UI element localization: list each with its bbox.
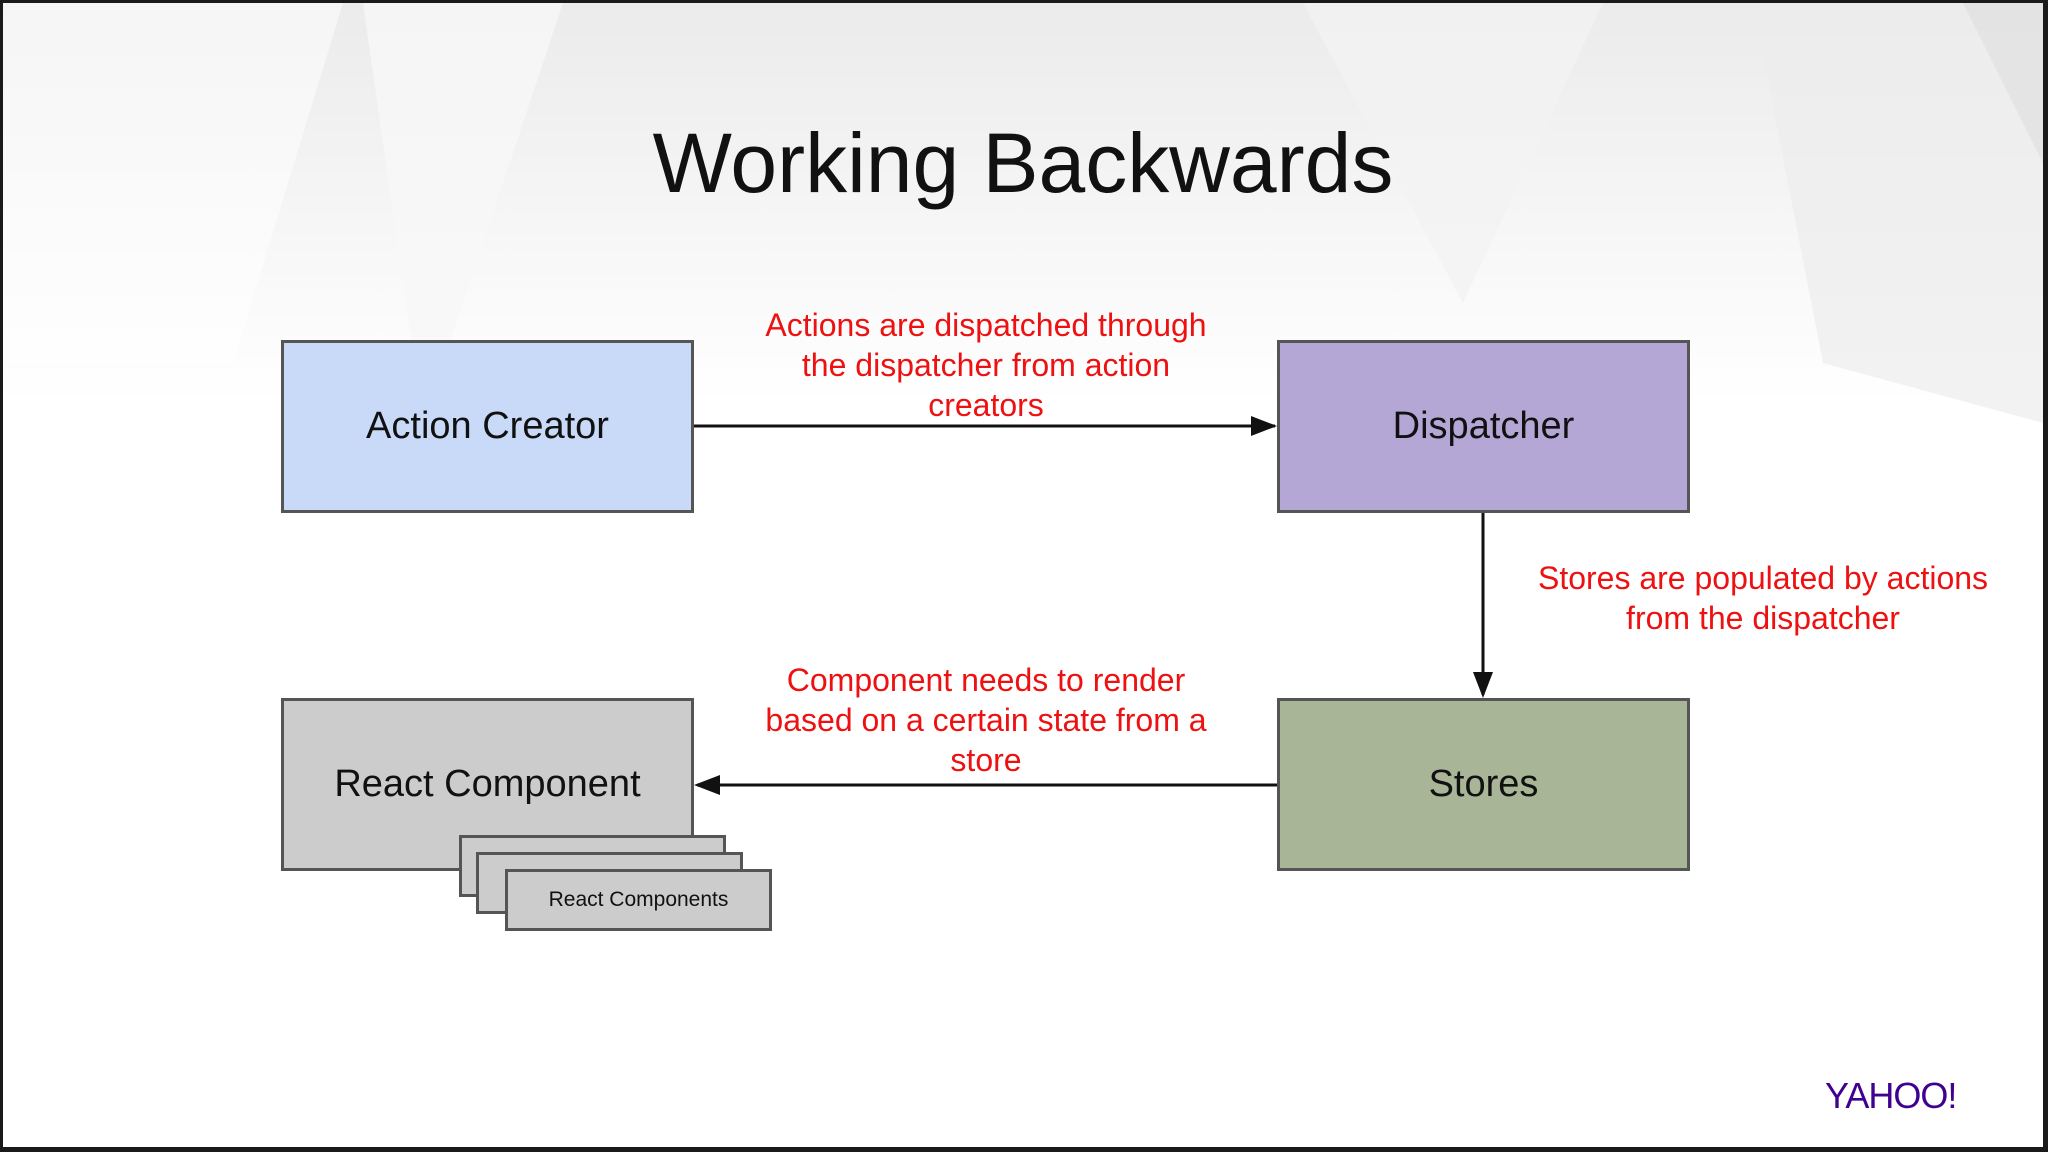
- stores-box: Stores: [1277, 698, 1690, 871]
- arrowhead-stores: [1473, 672, 1493, 698]
- background-decoration: [3, 3, 2043, 423]
- react-components-stack-front: React Components: [505, 869, 772, 931]
- react-components-label: React Components: [548, 888, 729, 911]
- dispatcher-label: Dispatcher: [1392, 405, 1575, 447]
- note-render: Component needs to render based on a cer…: [765, 662, 1207, 778]
- react-component-label: React Component: [334, 763, 641, 805]
- arrowhead-react: [694, 775, 720, 795]
- slide-title: Working Backwards: [652, 116, 1394, 210]
- action-creator-box: Action Creator: [281, 340, 694, 513]
- note-dispatch: Actions are dispatched through the dispa…: [765, 307, 1207, 423]
- flow-arrows: [694, 416, 1493, 795]
- yahoo-logo: YAHOO!: [1825, 1075, 1957, 1116]
- dispatcher-box: Dispatcher: [1277, 340, 1690, 513]
- stores-label: Stores: [1428, 763, 1539, 805]
- action-creator-label: Action Creator: [366, 405, 609, 447]
- note-populate: Stores are populated by actions from the…: [1537, 560, 1989, 636]
- arrowhead-dispatcher: [1251, 416, 1277, 436]
- slide: Working Backwards Action Creator Dispatc…: [3, 3, 2043, 1147]
